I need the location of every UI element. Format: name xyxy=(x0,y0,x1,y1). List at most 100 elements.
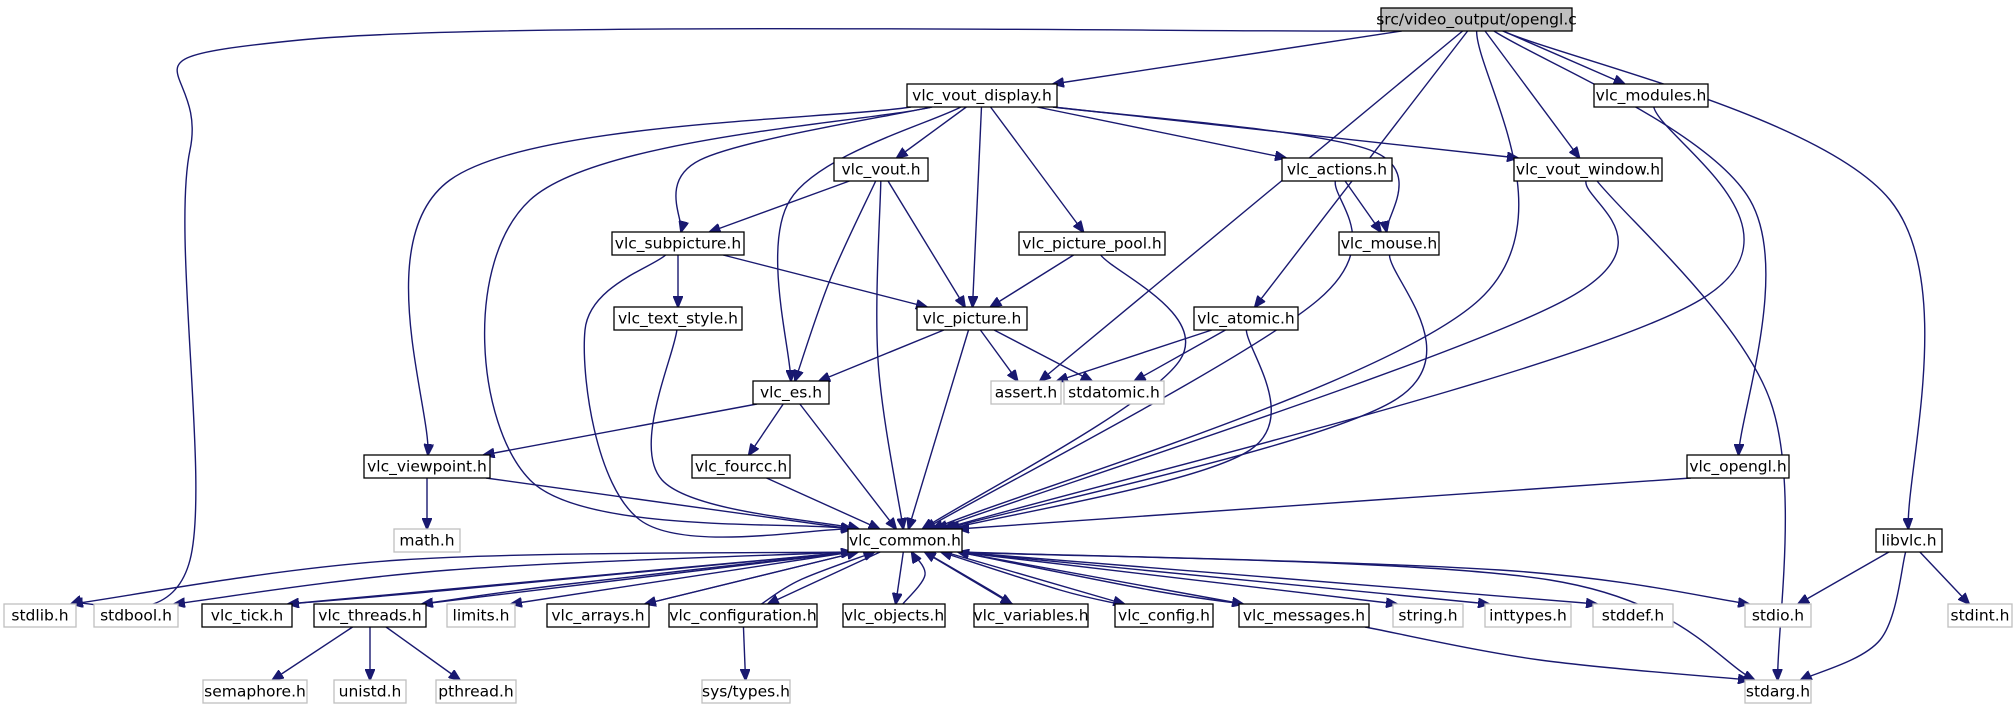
node-box xyxy=(1592,603,1674,628)
edge-vlc-picture-h-to-vlc-es-h xyxy=(819,329,945,381)
node-label: vlc_opengl.h xyxy=(1689,458,1786,477)
node-vlc-viewpoint-h[interactable]: vlc_viewpoint.h xyxy=(363,454,491,479)
node-pthread-h: pthread.h xyxy=(435,679,517,704)
edges xyxy=(71,27,1969,680)
node-vlc-threads-h[interactable]: vlc_threads.h xyxy=(313,603,427,628)
edge-vlc-atomic-h-to-assert-h xyxy=(1057,329,1213,381)
node-libvlc-h[interactable]: libvlc.h xyxy=(1875,528,1943,553)
edge-opengl-c-to-libvlc-h xyxy=(1502,30,1926,529)
edge-vlc-common-h-to-stdarg-h xyxy=(957,551,1754,680)
node-vlc-atomic-h[interactable]: vlc_atomic.h xyxy=(1193,306,1299,331)
node-vlc-fourcc-h[interactable]: vlc_fourcc.h xyxy=(691,454,791,479)
edge-opengl-c-to-assert-h xyxy=(1040,30,1464,381)
node-vlc-config-h[interactable]: vlc_config.h xyxy=(1114,603,1214,628)
node-label: stddef.h xyxy=(1602,607,1664,625)
node-vlc-actions-h[interactable]: vlc_actions.h xyxy=(1281,157,1393,182)
edge-vlc-vout-display-h-to-vlc-viewpoint-h xyxy=(407,106,912,455)
node-label: vlc_vout.h xyxy=(841,161,920,180)
node-label: sys/types.h xyxy=(702,683,790,701)
node-box xyxy=(3,603,77,628)
node-label: vlc_atomic.h xyxy=(1197,310,1295,329)
node-vlc-mouse-h[interactable]: vlc_mouse.h xyxy=(1338,231,1440,256)
node-vlc-vout-window-h[interactable]: vlc_vout_window.h xyxy=(1513,157,1663,182)
edge-opengl-c-to-vlc-modules-h xyxy=(1502,30,1625,84)
node-vlc-objects-h[interactable]: vlc_objects.h xyxy=(842,603,946,628)
node-label: assert.h xyxy=(995,384,1057,402)
node-vlc-picture-h[interactable]: vlc_picture.h xyxy=(916,306,1028,331)
edge-vlc-messages-h-to-vlc-common-h xyxy=(958,552,1244,605)
node-limits-h: limits.h xyxy=(446,603,516,628)
node-stdint-h: stdint.h xyxy=(1947,603,2013,628)
edge-vlc-es-h-to-vlc-viewpoint-h xyxy=(484,403,758,455)
node-label: vlc_config.h xyxy=(1118,607,1210,626)
edge-vlc-threads-h-to-semaphore-h xyxy=(272,626,353,680)
node-vlc-messages-h[interactable]: vlc_messages.h xyxy=(1238,603,1370,628)
node-label: vlc_threads.h xyxy=(318,607,421,626)
node-vlc-opengl-h[interactable]: vlc_opengl.h xyxy=(1686,454,1790,479)
node-label: string.h xyxy=(1398,607,1457,625)
node-vlc-tick-h[interactable]: vlc_tick.h xyxy=(201,603,293,628)
edge-vlc-common-h-to-inttypes-h xyxy=(957,551,1489,604)
edge-vlc-text-style-h-to-vlc-common-h xyxy=(650,329,859,529)
edge-vlc-configuration-h-to-sys-types-h xyxy=(743,626,745,680)
node-vlc-configuration-h[interactable]: vlc_configuration.h xyxy=(668,603,818,628)
edge-vlc-viewpoint-h-to-vlc-common-h xyxy=(485,477,852,529)
node-label: vlc_messages.h xyxy=(1243,607,1365,626)
node-vlc-picture-pool-h[interactable]: vlc_picture_pool.h xyxy=(1018,231,1166,256)
edge-vlc-common-h-to-vlc-messages-h xyxy=(957,551,1243,604)
node-box xyxy=(393,528,461,553)
node-vlc-es-h[interactable]: vlc_es.h xyxy=(752,380,830,405)
node-vlc-variables-h[interactable]: vlc_variables.h xyxy=(973,603,1089,628)
edge-vlc-common-h-to-stddef-h xyxy=(957,551,1597,604)
node-vlc-modules-h[interactable]: vlc_modules.h xyxy=(1593,83,1709,108)
node-string-h: string.h xyxy=(1392,603,1464,628)
edge-vlc-vout-window-h-to-vlc-common-h xyxy=(937,180,1619,529)
edge-vlc-vout-h-to-vlc-subpicture-h xyxy=(710,180,850,232)
node-box xyxy=(973,603,1089,628)
node-vlc-vout-display-h[interactable]: vlc_vout_display.h xyxy=(906,83,1058,108)
node-label: src/video_output/opengl.c xyxy=(1376,11,1577,30)
node-box xyxy=(333,679,407,704)
node-label: vlc_configuration.h xyxy=(669,607,816,626)
node-vlc-subpicture-h[interactable]: vlc_subpicture.h xyxy=(611,231,745,256)
edge-opengl-c-to-vlc-vout-display-h xyxy=(1053,30,1402,84)
edge-vlc-common-h-to-vlc-config-h xyxy=(944,551,1125,604)
node-label: vlc_subpicture.h xyxy=(615,235,741,254)
node-label: vlc_picture_pool.h xyxy=(1022,235,1162,254)
node-vlc-text-style-h[interactable]: vlc_text_style.h xyxy=(613,306,743,331)
node-label: stdio.h xyxy=(1752,607,1804,625)
node-box xyxy=(1380,7,1573,32)
edge-vlc-common-h-to-limits-h xyxy=(511,551,853,604)
edge-vlc-atomic-h-to-vlc-common-h xyxy=(949,329,1272,529)
node-vlc-common-h[interactable]: vlc_common.h xyxy=(847,528,963,553)
node-stdatomic-h: stdatomic.h xyxy=(1063,380,1165,405)
node-label: stdlib.h xyxy=(11,607,68,625)
node-box xyxy=(1875,528,1943,553)
node-vlc-arrays-h[interactable]: vlc_arrays.h xyxy=(546,603,650,628)
edge-vlc-messages-h-to-stdarg-h xyxy=(1364,626,1749,680)
edge-vlc-vout-h-to-vlc-es-h xyxy=(795,180,877,381)
node-box xyxy=(1193,306,1299,331)
node-box xyxy=(916,306,1028,331)
edge-libvlc-h-to-stdint-h xyxy=(1919,551,1969,604)
edge-vlc-vout-display-h-to-vlc-common-h xyxy=(483,106,933,529)
node-box xyxy=(613,306,743,331)
node-box xyxy=(446,603,516,628)
node-sys-types-h: sys/types.h xyxy=(701,679,791,704)
edge-vlc-subpicture-h-to-vlc-picture-h xyxy=(722,254,927,307)
node-label: vlc_objects.h xyxy=(844,607,944,626)
edge-vlc-common-h-to-vlc-configuration-h xyxy=(768,551,881,604)
node-label: semaphore.h xyxy=(204,683,306,701)
node-label: vlc_tick.h xyxy=(211,607,283,626)
edge-vlc-objects-h-to-vlc-common-h xyxy=(902,552,926,605)
node-label: vlc_fourcc.h xyxy=(695,458,787,477)
edge-vlc-es-h-to-vlc-common-h xyxy=(799,403,896,529)
node-box xyxy=(313,603,427,628)
node-box xyxy=(833,157,929,182)
node-box xyxy=(1484,603,1572,628)
node-vlc-vout-h[interactable]: vlc_vout.h xyxy=(833,157,929,182)
node-label: vlc_es.h xyxy=(760,384,822,403)
edge-vlc-threads-h-to-vlc-common-h xyxy=(421,552,852,605)
node-box xyxy=(1114,603,1214,628)
node-box xyxy=(93,603,179,628)
